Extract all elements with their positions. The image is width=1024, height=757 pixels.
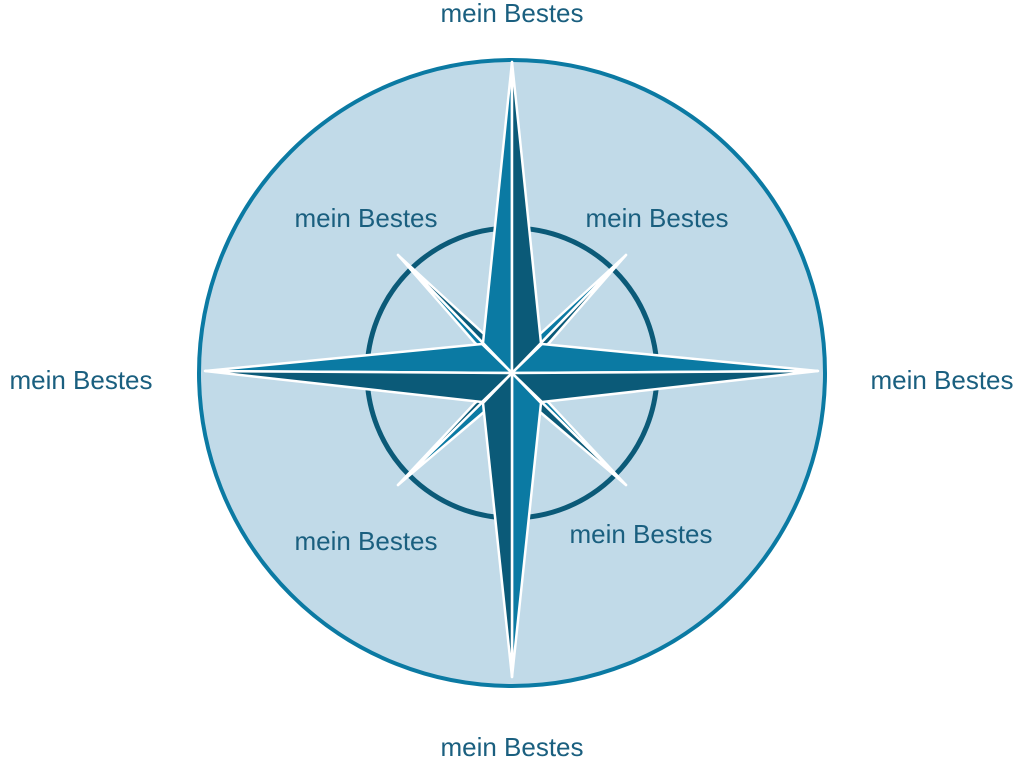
label-south: mein Bestes [440,732,583,757]
label-northwest: mein Bestes [294,203,437,233]
label-west: mein Bestes [9,365,152,395]
label-southwest: mein Bestes [294,526,437,556]
label-southeast: mein Bestes [569,519,712,549]
label-north: mein Bestes [440,0,583,28]
cardinal-star [203,60,820,679]
label-northeast: mein Bestes [585,203,728,233]
label-east: mein Bestes [870,365,1013,395]
star-point-w-dark [203,369,514,404]
